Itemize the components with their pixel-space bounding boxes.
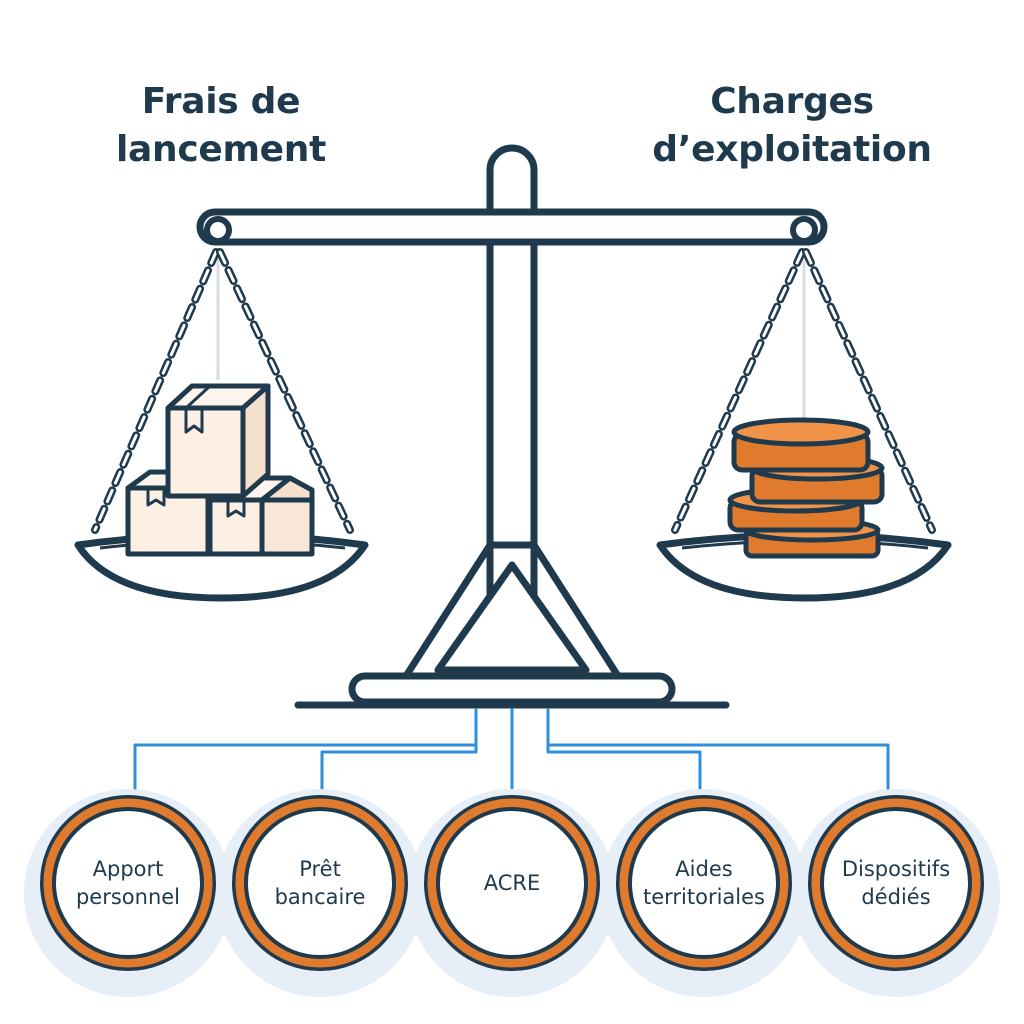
funding-label-line: bancaire [274,885,366,909]
beam-end-left [204,216,232,244]
funding-label-pret: Prêt bancaire [235,855,405,911]
funding-label-line: personnel [75,885,181,909]
coins-icon [727,417,885,559]
funding-label-line: Dispositifs [841,857,951,881]
funding-label-apport: Apport personnel [43,855,213,911]
scale-beam [196,208,828,246]
funding-label-aides: Aides territoriales [619,855,789,911]
right-chains [671,248,936,534]
launch-costs-title-line-1: Frais de [141,81,301,122]
launch-costs-title: Frais de lancement [100,78,342,174]
funding-label-acre: ACRE [427,869,597,897]
operating-costs-title-line-2: d’exploitation [652,129,932,170]
operating-costs-title: Charges d’exploitation [612,78,972,174]
funding-label-line: dédiés [861,885,931,909]
circle-acre [424,795,600,971]
funding-label-dispositifs: Dispositifs dédiés [811,855,981,911]
operating-costs-title-line-1: Charges [710,81,874,122]
connector-lines [133,708,890,790]
circle-aides [616,795,792,971]
circle-pret [232,795,408,971]
funding-label-line: territoriales [642,885,765,909]
funding-label-line: Prêt [299,857,341,881]
beam-end-right [790,216,818,244]
boxes-icon [125,383,315,557]
circle-apport [40,795,216,971]
launch-costs-title-line-2: lancement [115,129,327,170]
funding-label-line: Aides [675,857,733,881]
scale-base [348,672,676,706]
funding-circles [24,789,1000,997]
funding-label-line: Apport [92,857,164,881]
circle-dispositifs [808,795,984,971]
scale-stand [402,541,622,680]
funding-label-line: ACRE [483,871,541,895]
left-chains [91,248,354,534]
